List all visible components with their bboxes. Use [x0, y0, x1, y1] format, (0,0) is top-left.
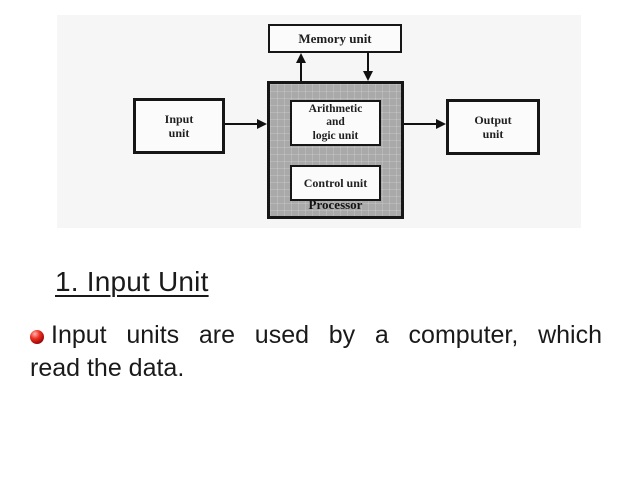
arrowhead-down-icon [363, 71, 373, 81]
arrow-line [225, 123, 258, 125]
control-unit-label: Control unit [303, 175, 368, 190]
memory-unit-box: Memory unit [268, 24, 402, 53]
arrowhead-up-icon [296, 53, 306, 63]
arrowhead-right-icon [257, 119, 267, 129]
arrowhead-right-icon [436, 119, 446, 129]
paragraph-line-1: Input units are used by a computer, whic… [30, 319, 602, 352]
red-sphere-bullet-icon [30, 330, 44, 344]
control-unit-box: Control unit [290, 165, 381, 201]
arrow-line [404, 123, 437, 125]
alu-box: Arithmetic and logic unit [290, 100, 381, 146]
computer-architecture-diagram: Memory unit Input unit Output unit Arith… [57, 15, 581, 228]
arrow-line [300, 61, 302, 81]
output-unit-label: Output unit [474, 112, 512, 141]
processor-box: Arithmetic and logic unit Control unit P… [267, 81, 404, 219]
input-unit-box: Input unit [133, 98, 225, 154]
processor-label: Processor [308, 197, 363, 212]
input-unit-label: Input unit [164, 111, 194, 140]
section-heading: 1. Input Unit [55, 266, 209, 297]
paragraph-text-line1: Input units are used by a computer, whic… [51, 321, 602, 349]
arrow-line [367, 53, 369, 73]
memory-unit-label: Memory unit [298, 30, 372, 46]
output-unit-box: Output unit [446, 99, 540, 155]
bullet-paragraph: Input units are used by a computer, whic… [30, 319, 602, 385]
alu-label: Arithmetic and logic unit [308, 102, 363, 142]
paragraph-line-2: read the data. [30, 354, 185, 382]
